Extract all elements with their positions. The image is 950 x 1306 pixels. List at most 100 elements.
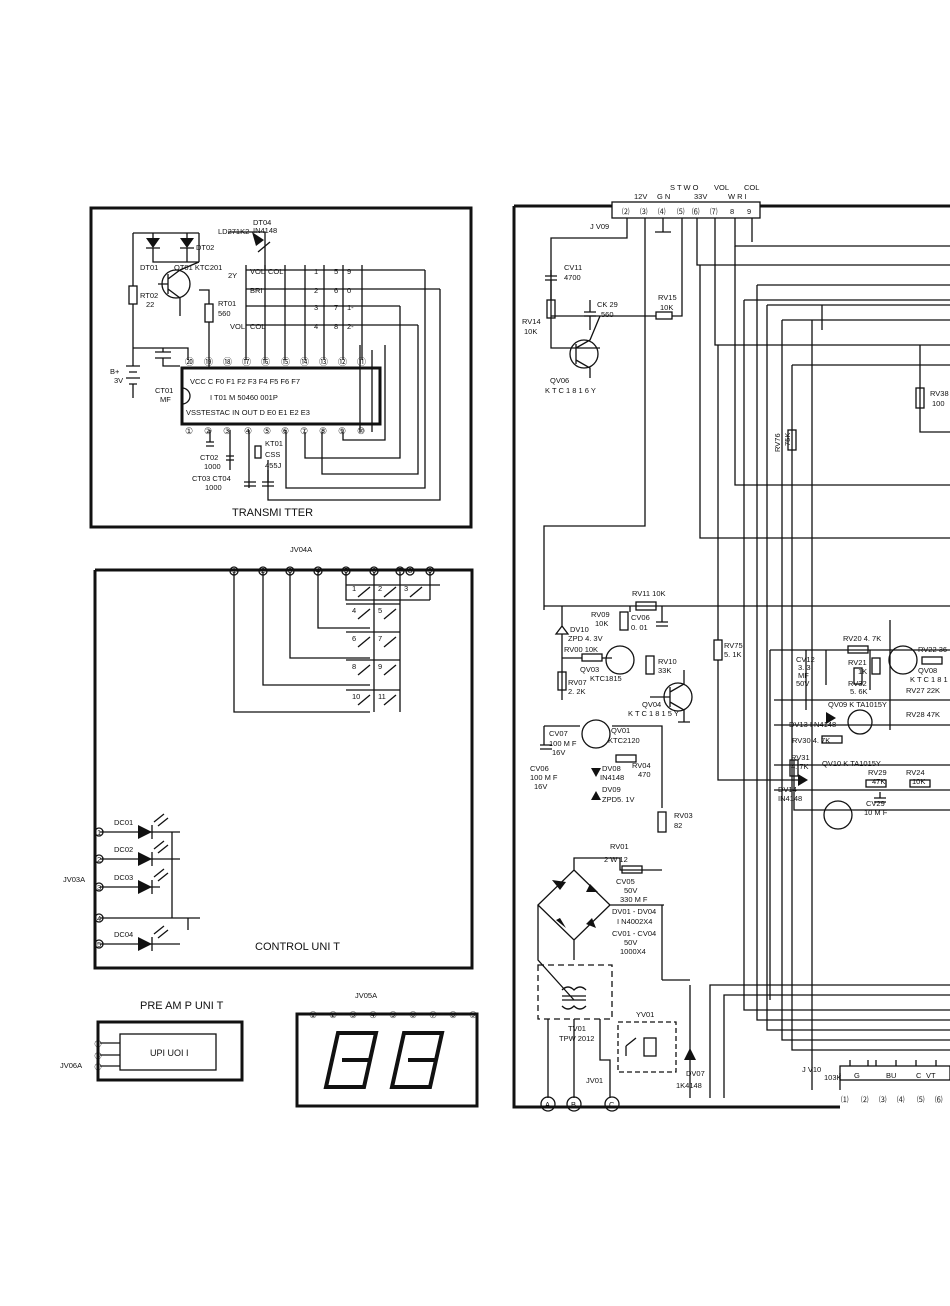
qv06-transistor — [569, 339, 599, 369]
ic-pin-number: ⑨ — [338, 426, 346, 436]
connector-pin-number: 8 — [408, 566, 412, 575]
terminal-circle — [566, 1096, 582, 1112]
ot01-label: OT01 KTC201 — [174, 263, 222, 272]
matrix-key: 4 — [314, 322, 318, 331]
connector-pin-circle — [313, 566, 323, 576]
display-pin-number: ⑤ — [389, 1010, 397, 1020]
rv03-label: RV03 — [674, 811, 693, 820]
dt04-type: IN4148 — [253, 226, 277, 235]
bri-key: BRI — [250, 286, 263, 295]
key-switch-icon — [357, 636, 371, 648]
dv08-diode-icon — [591, 768, 601, 777]
rv24-label: RV24 — [906, 768, 925, 777]
terminal-label: B — [571, 1100, 576, 1109]
jv09-12v: 12V — [634, 192, 647, 201]
rv27-label: RV27 22K — [906, 686, 940, 695]
jv01-label: JV01 — [586, 1076, 603, 1085]
jv10-g: G — [854, 1071, 860, 1080]
qv01-type: KTC2120 — [608, 736, 640, 745]
ic-pin-number: ⑱ — [223, 357, 232, 367]
preamp-unit-panel: PRE AM P UNI T UPI UOI I JV06A ① ② ③ — [60, 1000, 244, 1082]
key-number: 7 — [378, 634, 382, 643]
dv07-diode-icon — [684, 1048, 696, 1060]
qv09-label: QV09 K TA1015Y — [828, 700, 887, 709]
col-key-1: COL — [268, 267, 283, 276]
led-pin-circle — [94, 882, 104, 892]
kt01-label: KT01 — [265, 439, 283, 448]
dv14-type: IN4148 — [778, 794, 802, 803]
key-number: 5 — [378, 606, 382, 615]
dt02-label: DT02 — [196, 243, 214, 252]
transmitter-panel: TRANSMI TTER LD271K2 DT02 DT01 OT01 KTC2… — [89, 206, 473, 529]
cv11-label: CV11 — [564, 263, 582, 272]
ic-pin-number: ④ — [244, 426, 252, 436]
jv10-pin-number: ⑵ — [861, 1094, 869, 1104]
key-switch-icon — [409, 586, 423, 598]
preamp-pin: ② — [94, 1062, 102, 1072]
vol-key-1: VOL — [250, 267, 265, 276]
qv04-label: QV04 — [642, 700, 661, 709]
qv01-transistor — [581, 719, 611, 749]
qv03-transistor — [605, 645, 635, 675]
rt01-label: RT01 — [218, 299, 236, 308]
led-label: DC01 — [114, 818, 133, 827]
led-pin-number: 1 — [97, 828, 101, 837]
matrix-key: 9 — [347, 267, 351, 276]
terminal-label: A — [545, 1100, 550, 1109]
display-pin-number: ④ — [369, 1010, 377, 1020]
key-number: 4 — [352, 606, 356, 615]
jv10-bu: BU — [886, 1071, 896, 1080]
rv21-value: 1K — [858, 667, 867, 676]
dv10-label: DV10 — [570, 625, 589, 634]
dv13-diode-icon — [826, 712, 836, 724]
jv09-pin-number: ⑶ — [640, 206, 648, 216]
jv09-pin-number: ⑵ — [622, 206, 630, 216]
ic-pin-number: ⑦ — [300, 426, 308, 436]
key-switch-icon — [357, 586, 371, 598]
jv06a-label: JV06A — [60, 1061, 82, 1070]
jv10-c: C — [916, 1071, 922, 1080]
dv14-diode-icon — [798, 774, 808, 786]
key-number: 3 — [404, 584, 408, 593]
key-switch-icon — [383, 636, 397, 648]
ic-pin-number: ⑩ — [357, 426, 365, 436]
rv29-label: RV29 — [868, 768, 887, 777]
cv01-label: CV01 - CV04 — [612, 929, 656, 938]
qv06-label: QV06 — [550, 376, 569, 385]
terminal-circle — [540, 1096, 556, 1112]
qv04-type: K T C 1 8 1 5 Y — [628, 709, 679, 718]
battery-voltage: 3V — [114, 376, 123, 385]
ct01-mf: MF — [160, 395, 171, 404]
dv14-label: DV14 — [778, 785, 797, 794]
rv03-value: 82 — [674, 821, 682, 830]
rv24-value: 10K — [912, 777, 925, 786]
cv06b-value: 100 M F — [530, 773, 558, 782]
key-matrix: DT04 IN4148 VOL COL BRI VOL COL 1 5 9 2 … — [192, 218, 441, 501]
rv10-value: 33K — [658, 666, 671, 675]
led-label: DC03 — [114, 873, 133, 882]
connector-pin-number: 9 — [428, 566, 432, 575]
css-label: CSS — [265, 450, 280, 459]
dv13-label: DV13 I N4148 — [789, 720, 836, 729]
rt02-value: 22 — [146, 300, 154, 309]
yv01-label: YV01 — [636, 1010, 654, 1019]
qv10-transistor — [823, 800, 853, 830]
cv01-cap: 1000X4 — [620, 947, 646, 956]
rv28-label: RV28 47K — [906, 710, 940, 719]
jv10-pin-number: ⑶ — [879, 1094, 887, 1104]
led-pin-circle — [94, 827, 104, 837]
matrix-key: 0 — [347, 286, 351, 295]
key-number: 2 — [378, 584, 382, 593]
led-icon — [138, 937, 152, 951]
jv09-wr: W R I — [728, 192, 747, 201]
ir-led-icon — [146, 238, 194, 248]
qv10-label: QV10 K TA1015Y — [822, 759, 881, 768]
ic-pin-number: ⑤ — [263, 426, 271, 436]
connector-pin-circle — [229, 566, 239, 576]
ic-bottom-pins: VSSTESTAC IN OUT D E0 E1 E2 E3 — [186, 408, 310, 417]
rv21-label: RV21 — [848, 658, 867, 667]
matrix-key: 1 — [314, 267, 318, 276]
